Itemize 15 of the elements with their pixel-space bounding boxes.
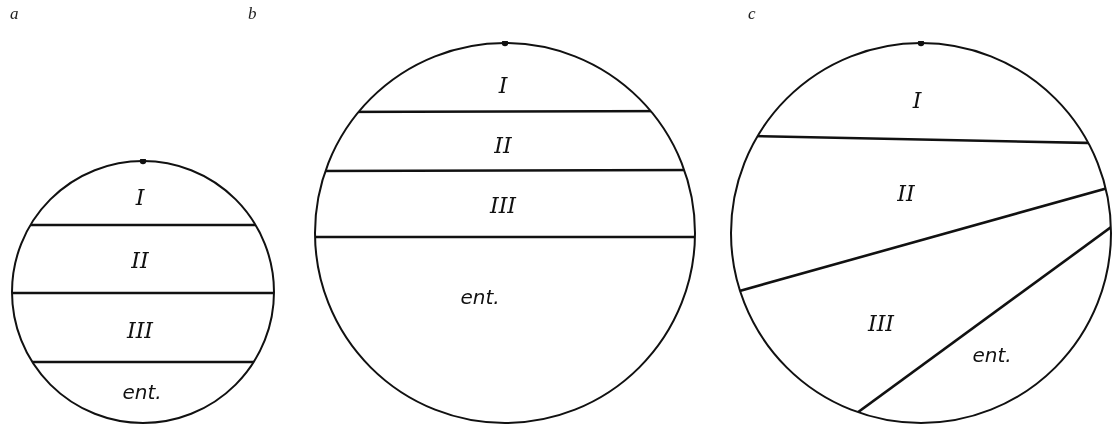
zone-label: III (126, 317, 154, 343)
zone-label: II (494, 132, 512, 158)
zone-label: III (867, 310, 895, 336)
zone-label: ent. (972, 343, 1012, 367)
zone-label: III (489, 192, 517, 218)
panel-letter: c (748, 4, 756, 24)
zone-label: I (912, 87, 922, 113)
zone-label: I (135, 184, 145, 210)
zone-label: II (897, 180, 915, 206)
zone-label: II (131, 247, 149, 273)
panel-letter: b (248, 4, 257, 24)
zone-label: ent. (460, 285, 500, 309)
zone-label: I (498, 72, 508, 98)
panel-letter: a (10, 4, 19, 24)
zone-label: ent. (122, 380, 162, 404)
